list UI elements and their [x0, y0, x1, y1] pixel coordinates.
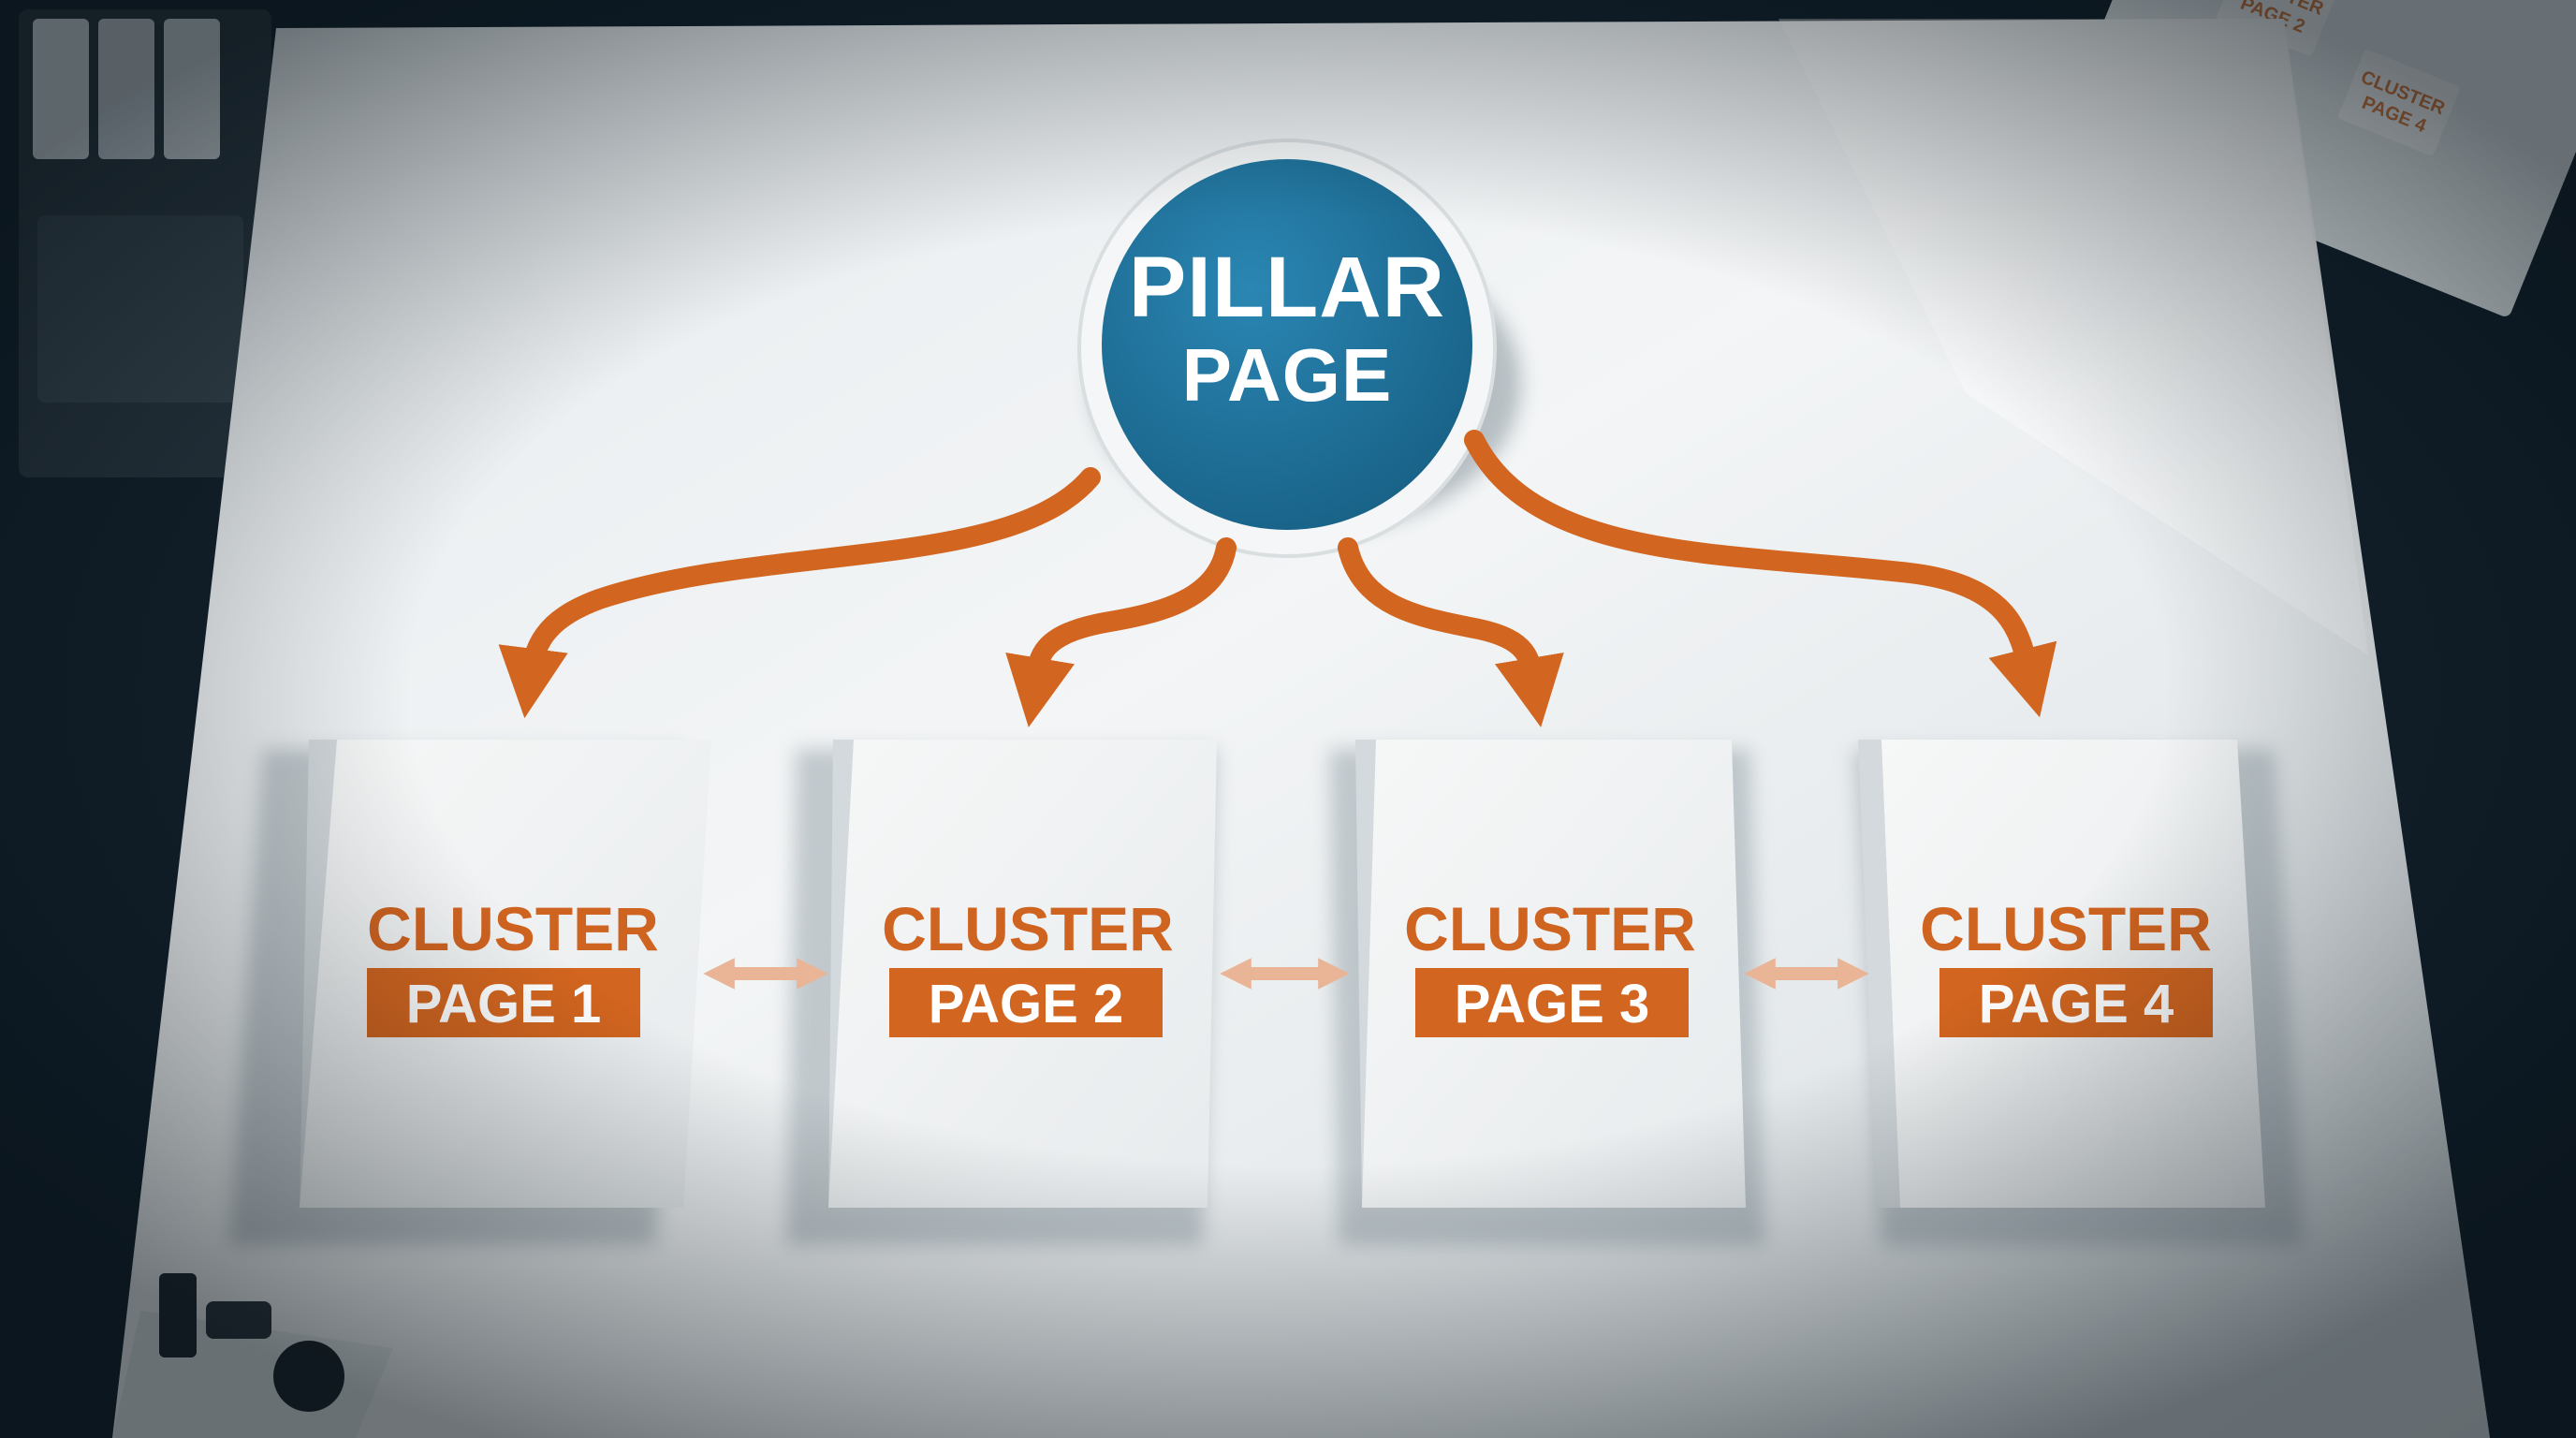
binder-1 — [33, 19, 89, 159]
binder-2 — [98, 19, 154, 159]
binder-3 — [164, 19, 220, 159]
cluster-page-4-label: PAGE 4 — [1979, 974, 2174, 1034]
cluster-page-1-label: PAGE 1 — [406, 974, 601, 1034]
cluster-page-2: CLUSTER PAGE 2 — [828, 740, 1217, 1208]
cluster-page-3-label: PAGE 3 — [1455, 974, 1649, 1034]
cluster-page-2-label: PAGE 2 — [929, 974, 1123, 1034]
cluster-page-3: CLUSTER PAGE 3 — [1355, 740, 1746, 1208]
cluster-page-1: CLUSTER PAGE 1 — [300, 740, 711, 1208]
cluster-page-4: CLUSTER PAGE 4 — [1858, 740, 2265, 1208]
cluster-page-1-word: CLUSTER — [367, 894, 659, 963]
cluster-page-2-word: CLUSTER — [882, 894, 1174, 963]
pillar-title-line1: PILLAR — [1129, 240, 1445, 335]
cluster-page-4-word: CLUSTER — [1920, 894, 2212, 963]
drawer-left — [37, 215, 243, 403]
pillar-title-line2: PAGE — [1182, 333, 1393, 417]
cluster-page-3-word: CLUSTER — [1404, 894, 1696, 963]
